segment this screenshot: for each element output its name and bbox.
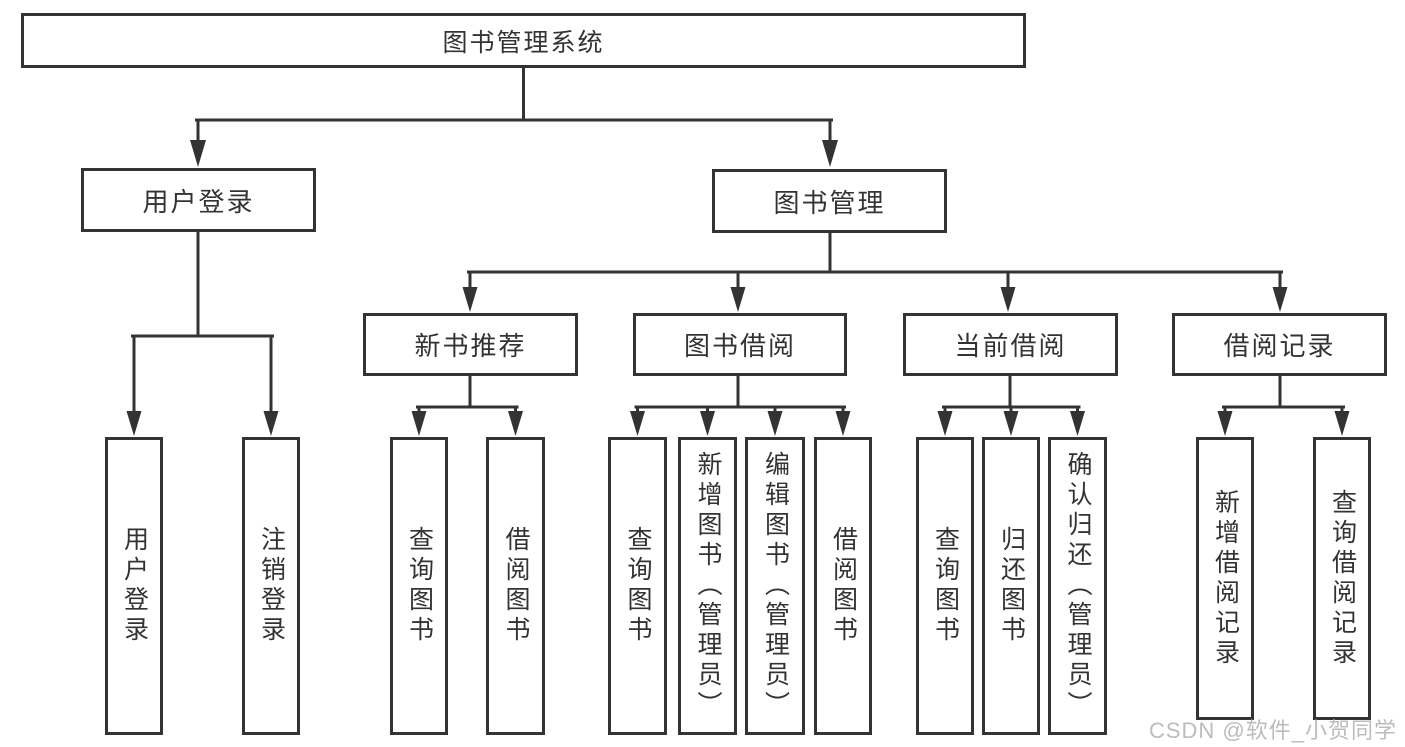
node-borrow-records: 借阅记录 bbox=[1172, 313, 1387, 376]
node-book-borrow: 图书借阅 bbox=[633, 313, 847, 376]
leaf-newbook-query-books: 查询图书 bbox=[390, 437, 448, 735]
node-root-label: 图书管理系统 bbox=[442, 28, 605, 57]
connector-new-book-subtree bbox=[416, 374, 519, 415]
node-root: 图书管理系统 bbox=[21, 13, 1026, 68]
leaf-borrow-books-label: 借阅图书 bbox=[829, 526, 858, 646]
node-current-borrow-label: 当前借阅 bbox=[954, 331, 1067, 361]
leaf-current-query-books: 查询图书 bbox=[916, 437, 974, 735]
leaf-add-borrow-record-label: 新增借阅记录 bbox=[1211, 488, 1240, 669]
leaf-borrow-query-books-label: 查询图书 bbox=[624, 526, 652, 646]
leaf-return-books: 归还图书 bbox=[982, 437, 1040, 735]
connector-current-borrow-subtree bbox=[942, 374, 1081, 415]
node-borrow-records-label: 借阅记录 bbox=[1223, 331, 1336, 361]
node-book-management-label: 图书管理 bbox=[773, 187, 886, 218]
node-current-borrow: 当前借阅 bbox=[903, 313, 1118, 376]
connector-root-to-level2 bbox=[195, 66, 833, 144]
leaf-return-books-label: 归还图书 bbox=[997, 526, 1026, 646]
connector-borrow-records-subtree bbox=[1222, 374, 1345, 415]
csdn-watermark: CSDN @软件_小贺同学 bbox=[1148, 718, 1397, 743]
connector-user-login-subtree bbox=[131, 230, 274, 414]
leaf-query-borrow-record: 查询借阅记录 bbox=[1313, 437, 1371, 720]
leaf-add-borrow-record: 新增借阅记录 bbox=[1196, 437, 1254, 720]
connector-book-borrow-subtree bbox=[634, 374, 846, 415]
leaf-user-login: 用户登录 bbox=[105, 437, 163, 735]
leaf-confirm-return-admin: 确认归还（管理员） bbox=[1048, 437, 1107, 735]
leaf-newbook-borrow-books-label: 借阅图书 bbox=[502, 526, 530, 646]
leaf-query-borrow-record-label: 查询借阅记录 bbox=[1328, 488, 1357, 669]
leaf-edit-books-admin-label: 编辑图书（管理员） bbox=[761, 451, 790, 721]
arrowheads bbox=[126, 140, 1350, 436]
node-book-management: 图书管理 bbox=[712, 169, 947, 233]
leaf-add-books-admin: 新增图书（管理员） bbox=[678, 437, 737, 735]
leaf-current-query-books-label: 查询图书 bbox=[931, 526, 960, 646]
node-user-login-label: 用户登录 bbox=[142, 186, 255, 217]
leaf-borrow-books: 借阅图书 bbox=[814, 437, 872, 735]
leaf-borrow-query-books: 查询图书 bbox=[608, 437, 667, 735]
leaf-newbook-query-books-label: 查询图书 bbox=[405, 526, 434, 646]
node-new-book-recommend: 新书推荐 bbox=[363, 313, 578, 376]
leaf-user-login-label: 用户登录 bbox=[120, 526, 149, 646]
connector-book-management-to-level3 bbox=[467, 231, 1283, 290]
node-book-borrow-label: 图书借阅 bbox=[683, 331, 796, 361]
leaf-edit-books-admin: 编辑图书（管理员） bbox=[745, 437, 805, 735]
node-user-login: 用户登录 bbox=[81, 168, 316, 232]
leaf-confirm-return-admin-label: 确认归还（管理员） bbox=[1064, 451, 1092, 721]
leaf-logout: 注销登录 bbox=[242, 437, 300, 735]
leaf-add-books-admin-label: 新增图书（管理员） bbox=[694, 451, 722, 721]
leaf-logout-label: 注销登录 bbox=[257, 526, 286, 646]
node-new-book-recommend-label: 新书推荐 bbox=[414, 331, 527, 361]
leaf-newbook-borrow-books: 借阅图书 bbox=[486, 437, 545, 735]
